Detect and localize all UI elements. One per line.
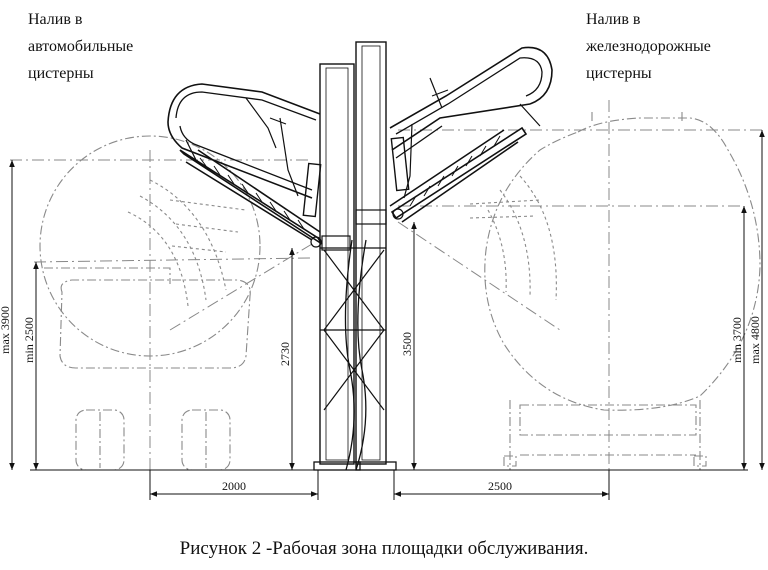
figure-caption: Рисунок 2 -Рабочая зона площадки обслужи…: [179, 538, 589, 559]
dim-left-min: min 2500: [22, 317, 36, 363]
road-tanker-outline: [39, 135, 261, 471]
rail-tank-car-outline: [469, 112, 761, 470]
dimension-lines: [9, 130, 765, 500]
dim-right-min: min 3700: [730, 317, 744, 363]
label-auto-tanks: Налив в автомобильные цистерны: [28, 11, 134, 82]
dim-left-max: max 3900: [0, 306, 12, 354]
dim-right-width: 2500: [488, 479, 512, 493]
dim-right-max: max 4800: [748, 316, 762, 364]
label-rail-tanks: Налив в железнодорожные цистерны: [586, 11, 711, 82]
reach-lines: [10, 100, 762, 500]
dim-center-left: 2730: [278, 342, 292, 366]
dim-center-right: 3500: [400, 332, 414, 356]
right-gangway: [389, 46, 553, 223]
dim-left-width: 2000: [222, 479, 246, 493]
central-column: [313, 41, 397, 471]
left-gangway: [167, 83, 323, 248]
